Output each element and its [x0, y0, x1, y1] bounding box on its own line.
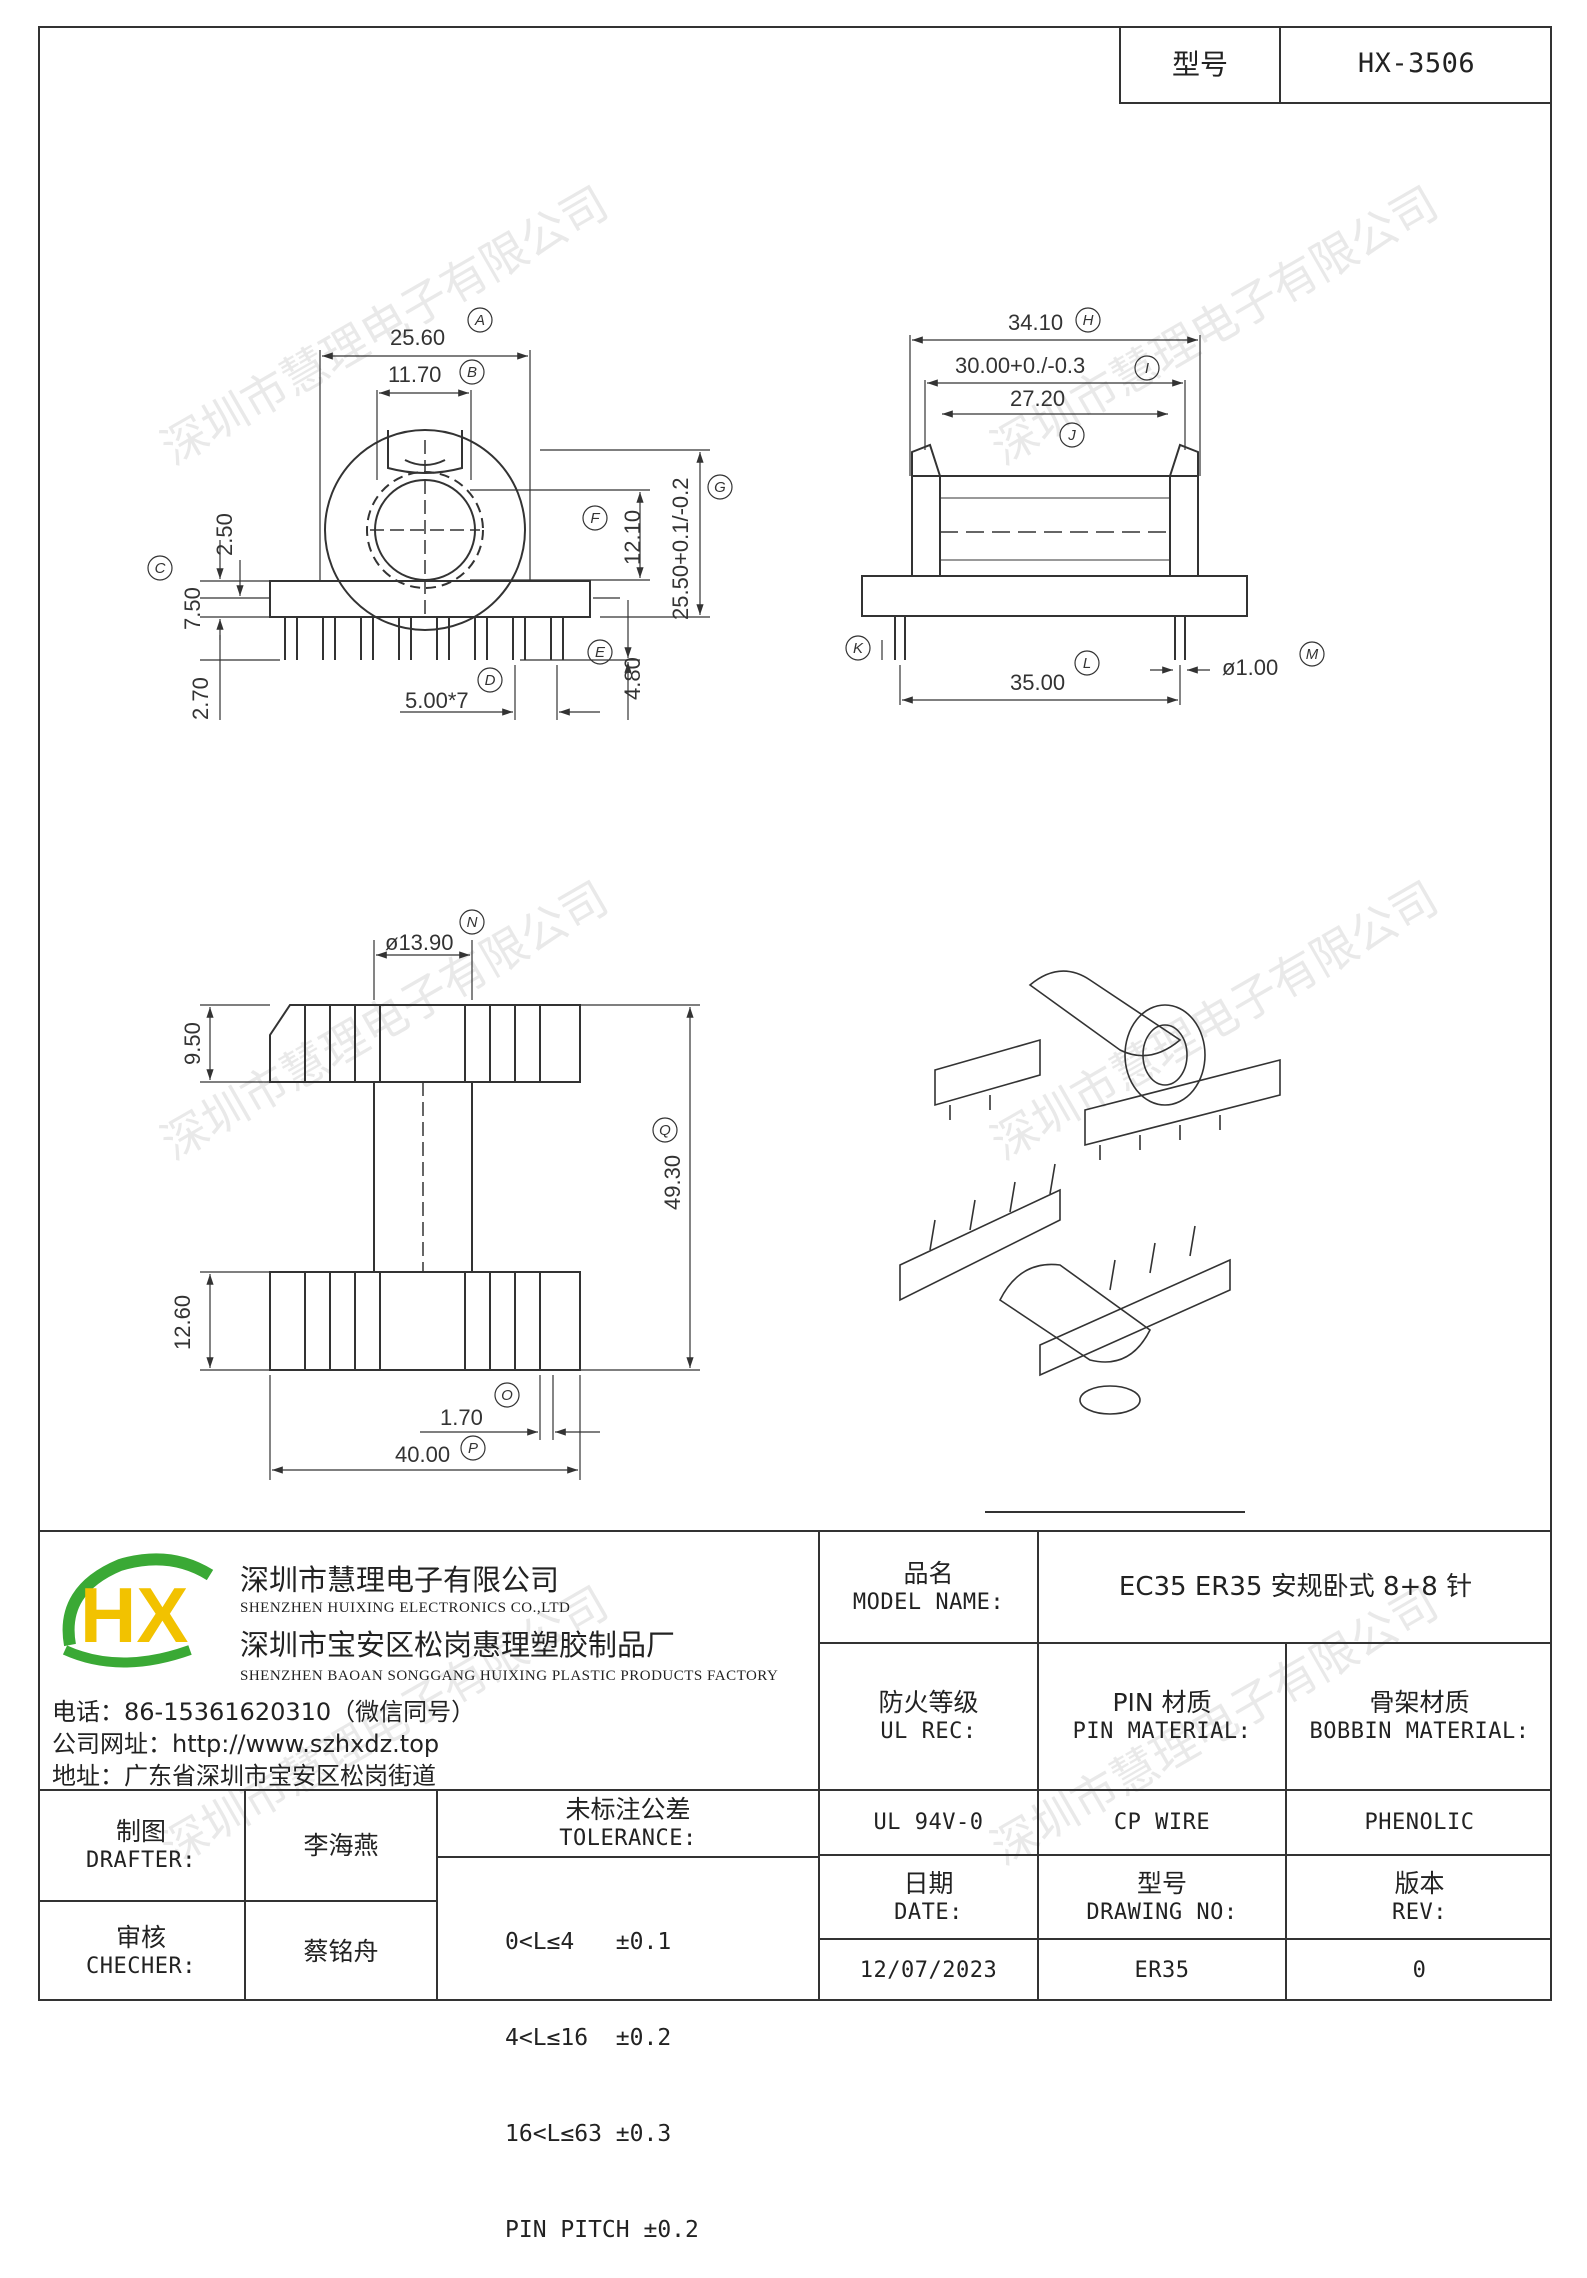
- dim-2-50: 2.50: [212, 513, 237, 556]
- header-model-label: 型号: [1119, 26, 1281, 104]
- header-model-value: HX-3506: [1281, 26, 1552, 104]
- company-name-en-2: SHENZHEN BAOAN SONGGANG HUIXING PLASTIC …: [240, 1668, 779, 1684]
- svg-text:H: H: [1083, 312, 1094, 329]
- drafter-label: 制图 DRAFTER:: [86, 1817, 196, 1874]
- rev-value: 0: [1412, 1957, 1427, 1983]
- dim-40-00: 40.00: [395, 1442, 450, 1467]
- company-website: 公司网址：http://www.szhxdz.top: [52, 1730, 440, 1758]
- company-name-cn-2: 深圳市宝安区松岗惠理塑胶制品厂: [240, 1628, 676, 1662]
- svg-text:G: G: [714, 479, 726, 496]
- dim-1-70: 1.70: [440, 1405, 483, 1430]
- tolerance-line: PIN PITCH ±0.2: [505, 2217, 699, 2243]
- drawing-frame: [38, 26, 1552, 2001]
- model-name-label: 品名 MODEL NAME:: [852, 1558, 1005, 1615]
- dim-35-00: 35.00: [1010, 670, 1065, 695]
- dim-12-60: 12.60: [170, 1295, 195, 1350]
- dim-2-70: 2.70: [188, 677, 213, 720]
- ul-rec-label: 防火等级 UL REC:: [878, 1688, 979, 1745]
- dim-9-50: 9.50: [180, 1022, 205, 1065]
- tolerance-label: 未标注公差 TOLERANCE:: [559, 1795, 697, 1852]
- svg-text:A: A: [474, 312, 485, 329]
- dim-11-70: 11.70: [388, 362, 441, 387]
- technical-drawing: 25.60 11.70 2.50 7.50 2.70 12.10 25.50+0…: [147, 307, 1325, 1513]
- svg-text:E: E: [595, 644, 606, 661]
- svg-text:J: J: [1067, 427, 1076, 444]
- svg-text:F: F: [590, 510, 600, 527]
- front-pins: [284, 617, 564, 660]
- svg-text:M: M: [1306, 646, 1319, 663]
- model-name-value: EC35 ER35 安规卧式 8+8 针: [1118, 1571, 1473, 1602]
- checker-name: 蔡铭舟: [303, 1936, 379, 1966]
- company-name-en-1: SHENZHEN HUIXING ELECTRONICS CO.,LTD: [240, 1600, 571, 1616]
- dim-27-20: 27.20: [1010, 386, 1065, 411]
- drawing-no-label: 型号 DRAWING NO:: [1086, 1868, 1238, 1925]
- svg-text:O: O: [501, 1387, 513, 1404]
- iso-view-top: [934, 970, 1281, 1160]
- side-view: [861, 335, 1248, 705]
- svg-text:P: P: [468, 1440, 478, 1457]
- dim-25-60: 25.60: [390, 325, 445, 350]
- bobbin-material-label: 骨架材质 BOBBIN MATERIAL:: [1309, 1688, 1530, 1745]
- dim-34-10: 34.10: [1008, 310, 1063, 335]
- svg-text:B: B: [467, 364, 477, 381]
- front-view: [200, 350, 710, 720]
- bobbin-material-value: PHENOLIC: [1364, 1809, 1475, 1835]
- pin-material-value: CP WIRE: [1113, 1809, 1211, 1835]
- svg-text:K: K: [853, 640, 864, 657]
- company-address: 地址：广东省深圳市宝安区松岗街道: [52, 1762, 436, 1790]
- dim-7-50: 7.50: [180, 587, 205, 630]
- svg-text:L: L: [1083, 655, 1091, 672]
- company-logo: HX: [62, 1553, 214, 1668]
- svg-text:D: D: [485, 672, 496, 689]
- company-name-cn-1: 深圳市慧理电子有限公司: [240, 1563, 560, 1597]
- bottom-view: [200, 940, 700, 1480]
- drawing-no-value: ER35: [1134, 1957, 1190, 1983]
- ul-rec-value: UL 94V-0: [873, 1809, 984, 1835]
- dim-1-00: ø1.00: [1222, 655, 1278, 680]
- svg-text:N: N: [467, 914, 478, 931]
- dim-12-10: 12.10: [620, 510, 645, 565]
- svg-text:I: I: [1145, 360, 1149, 377]
- dim-13-90: ø13.90: [385, 930, 454, 955]
- svg-text:C: C: [155, 560, 166, 577]
- date-value: 12/07/2023: [859, 1957, 998, 1983]
- dim-4-80: 4.80: [620, 657, 645, 700]
- pin-material-label: PIN 材质 PIN MATERIAL:: [1072, 1688, 1252, 1745]
- dim-30-00: 30.00+0./-0.3: [955, 353, 1085, 378]
- tolerance-list: 0<L≤4 ±0.1 4<L≤16 ±0.2 16<L≤63 ±0.3 PIN …: [505, 1862, 805, 2278]
- svg-text:Q: Q: [659, 1122, 671, 1139]
- dim-49-30: 49.30: [660, 1155, 685, 1210]
- dim-25-50: 25.50+0.1/-0.2: [668, 477, 693, 620]
- dim-5x7: 5.00*7: [405, 688, 469, 713]
- date-label: 日期 DATE:: [894, 1868, 963, 1925]
- svg-text:HX: HX: [80, 1571, 188, 1659]
- rev-label: 版本 REV:: [1392, 1868, 1447, 1925]
- drafter-name: 李海燕: [303, 1830, 379, 1860]
- tolerance-line: 16<L≤63 ±0.3: [505, 2121, 672, 2147]
- tolerance-line: 4<L≤16 ±0.2: [505, 2025, 672, 2051]
- tolerance-line: 0<L≤4 ±0.1: [505, 1929, 672, 1955]
- checker-label: 审核 CHECHER:: [86, 1923, 196, 1980]
- iso-view-bottom: [899, 1163, 1231, 1415]
- company-phone: 电话：86-15361620310（微信同号）: [52, 1698, 476, 1726]
- title-block: [38, 1530, 1552, 2001]
